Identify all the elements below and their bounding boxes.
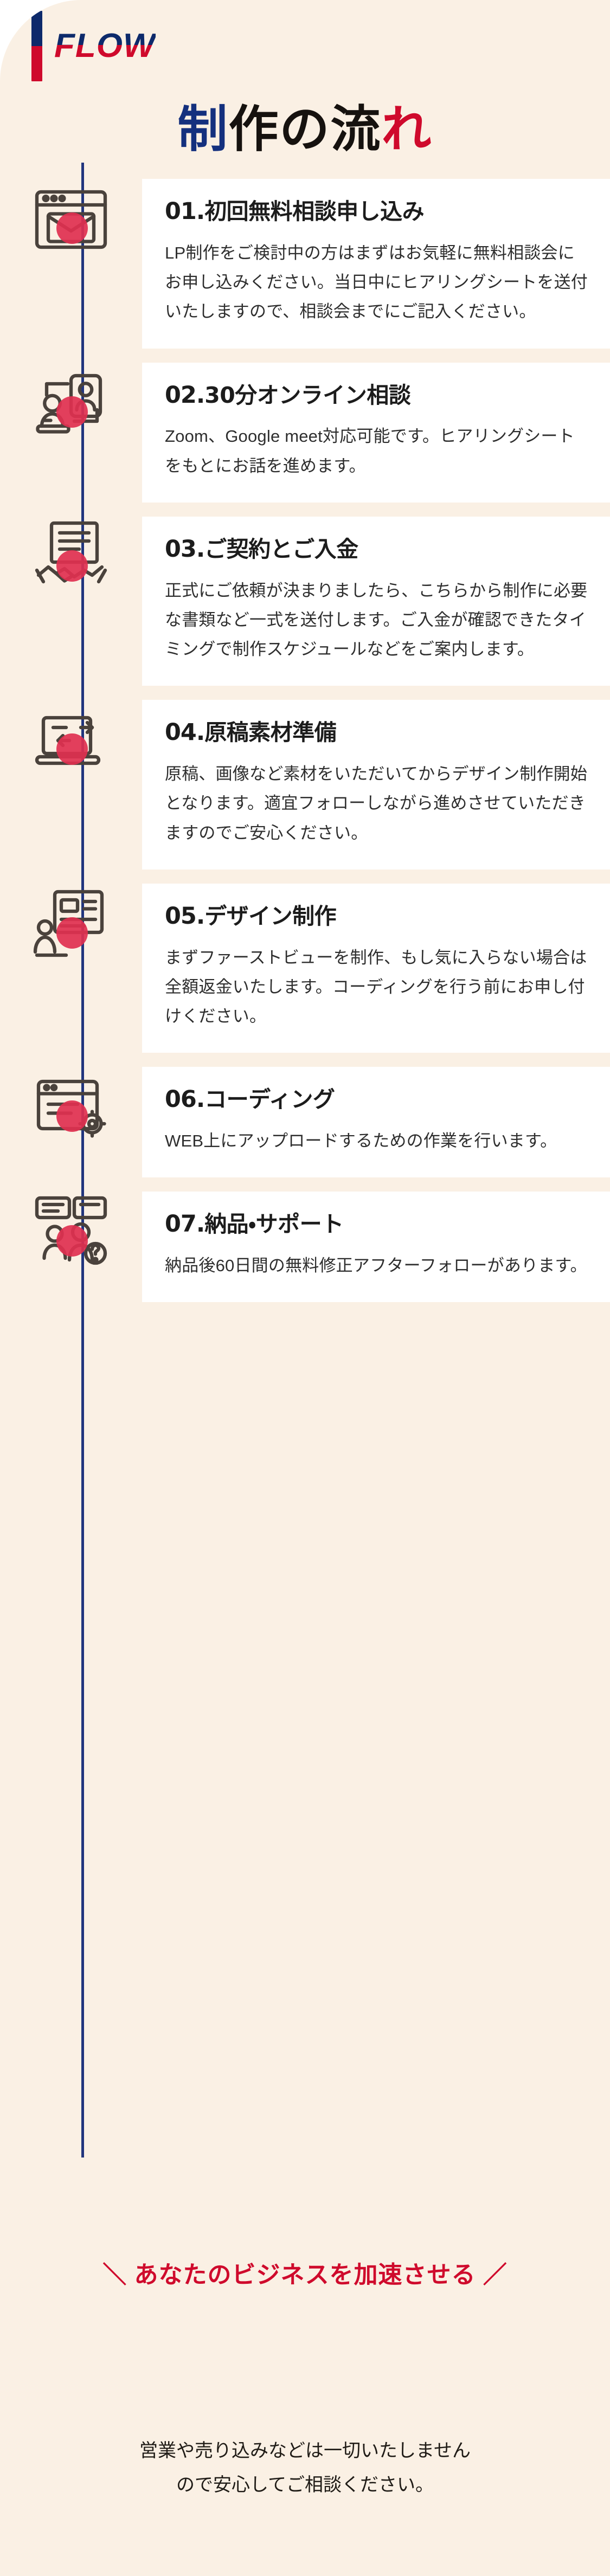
accent-bar-crimson — [31, 46, 42, 81]
step-card: 02.30分オンライン相談 Zoom、Google meet対応可能です。ヒアリ… — [142, 362, 610, 503]
icon-accent-dot — [56, 733, 88, 765]
step-body: WEB上にアップロードするための作業を行います。 — [165, 1131, 557, 1150]
step-body: LP制作をご検討中の方はまずはお気軽に無料相談会にお申し込みください。当日中にヒ… — [165, 243, 588, 321]
browser-gear-icon — [30, 1067, 112, 1148]
step-icon-area — [0, 700, 142, 781]
step-title: 納品・サポート — [204, 1211, 344, 1238]
footer-note-line-1: 営業や売り込みなどは一切いたしません — [139, 2440, 471, 2461]
step-title: 初回無料相談申し込み — [204, 198, 425, 224]
flow-step: 02.30分オンライン相談 Zoom、Google meet対応可能です。ヒアリ… — [0, 362, 610, 503]
accent-bar-navy — [31, 11, 42, 46]
title-part-1: 制 — [177, 99, 229, 158]
step-title: 30分オンライン相談 — [204, 382, 411, 408]
designer-desk-icon — [30, 884, 112, 965]
step-heading: 02.30分オンライン相談 — [165, 381, 588, 410]
step-number: 01. — [165, 198, 205, 225]
step-heading: 05.デザイン制作 — [165, 902, 588, 931]
footer-note: 営業や売り込みなどは一切いたしません ので安心してご相談ください。 — [0, 2434, 610, 2502]
section-title: 制作の流れ — [0, 99, 610, 158]
eyebrow-label: FLOW — [54, 27, 156, 65]
step-title: コーディング — [204, 1086, 335, 1113]
icon-accent-dot — [56, 917, 88, 949]
step-icon-area — [0, 1067, 142, 1148]
flow-step: 06.コーディング WEB上にアップロードするための作業を行います。 — [0, 1067, 610, 1178]
step-heading: 01.初回無料相談申し込み — [165, 197, 588, 227]
footer-note-line-2: ので安心してご相談ください。 — [176, 2474, 434, 2495]
step-number: 03. — [165, 535, 205, 563]
step-body: 納品後60日間の無料修正アフターフォローがあります。 — [165, 1256, 587, 1275]
timeline-vertical-line — [81, 163, 84, 2158]
icon-accent-dot — [56, 212, 88, 244]
step-icon-area — [0, 1192, 142, 1273]
step-heading: 06.コーディング — [165, 1085, 588, 1115]
step-heading: 03.ご契約とご入金 — [165, 535, 588, 564]
step-card: 01.初回無料相談申し込み LP制作をご検討中の方はまずはお気軽に無料相談会にお… — [142, 179, 610, 349]
flow-steps-list: 01.初回無料相談申し込み LP制作をご検討中の方はまずはお気軽に無料相談会にお… — [0, 179, 610, 1316]
cta-lead-text: ＼ あなたのビジネスを加速させる ／ — [102, 2262, 508, 2288]
icon-accent-dot — [56, 550, 88, 582]
icon-accent-dot — [56, 396, 88, 428]
handshake-contract-icon — [30, 517, 112, 598]
step-icon-area — [0, 517, 142, 598]
step-card: 07.納品・サポート 納品後60日間の無料修正アフターフォローがあります。 — [142, 1192, 610, 1303]
step-number: 05. — [165, 902, 205, 930]
step-icon-area — [0, 884, 142, 965]
step-icon-area — [0, 363, 142, 444]
step-card: 04.原稿素材準備 原稿、画像など素材をいただいてからデザイン制作開始となります… — [142, 700, 610, 870]
step-title: ご契約とご入金 — [204, 536, 358, 562]
step-icon-area — [0, 179, 142, 260]
browser-mail-icon — [30, 179, 112, 260]
step-number: 04. — [165, 719, 205, 746]
step-card: 05.デザイン制作 まずファーストビューを制作、もし気に入らない場合は全額返金い… — [142, 883, 610, 1053]
title-part-2: 作の流 — [228, 99, 382, 158]
icon-accent-dot — [56, 1225, 88, 1257]
step-body: 正式にご依頼が決まりましたら、こちらから制作に必要な書類など一式を送付します。ご… — [165, 581, 588, 659]
laptop-upload-icon — [30, 700, 112, 781]
flow-step: 04.原稿素材準備 原稿、画像など素材をいただいてからデザイン制作開始となります… — [0, 700, 610, 870]
video-call-icon — [30, 363, 112, 444]
step-number: 07. — [165, 1210, 205, 1238]
section-eyebrow: FLOW — [31, 11, 156, 81]
step-card: 03.ご契約とご入金 正式にご依頼が決まりましたら、こちらから制作に必要な書類な… — [142, 516, 610, 686]
step-body: Zoom、Google meet対応可能です。ヒアリングシートをもとにお話を進め… — [165, 427, 575, 475]
step-number: 02. — [165, 381, 205, 409]
step-title: 原稿素材準備 — [204, 719, 337, 746]
flow-step: 07.納品・サポート 納品後60日間の無料修正アフターフォローがあります。 — [0, 1192, 610, 1303]
flow-step: 05.デザイン制作 まずファーストビューを制作、もし気に入らない場合は全額返金い… — [0, 883, 610, 1053]
icon-accent-dot — [56, 1100, 88, 1132]
step-card: 06.コーディング WEB上にアップロードするための作業を行います。 — [142, 1067, 610, 1178]
step-heading: 04.原稿素材準備 — [165, 718, 588, 748]
support-chat-icon — [30, 1192, 112, 1273]
flow-step: 01.初回無料相談申し込み LP制作をご検討中の方はまずはお気軽に無料相談会にお… — [0, 179, 610, 349]
step-title: デザイン制作 — [204, 903, 337, 929]
step-number: 06. — [165, 1086, 205, 1113]
eyebrow-accent-bar — [31, 11, 42, 81]
flow-step: 03.ご契約とご入金 正式にご依頼が決まりましたら、こちらから制作に必要な書類な… — [0, 516, 610, 686]
step-body: まずファーストビューを制作、もし気に入らない場合は全額返金いたします。コーディン… — [165, 948, 587, 1026]
title-part-3: れ — [381, 99, 433, 158]
step-body: 原稿、画像など素材をいただいてからデザイン制作開始となります。適宜フォローしなが… — [165, 764, 588, 842]
step-heading: 07.納品・サポート — [165, 1210, 588, 1239]
